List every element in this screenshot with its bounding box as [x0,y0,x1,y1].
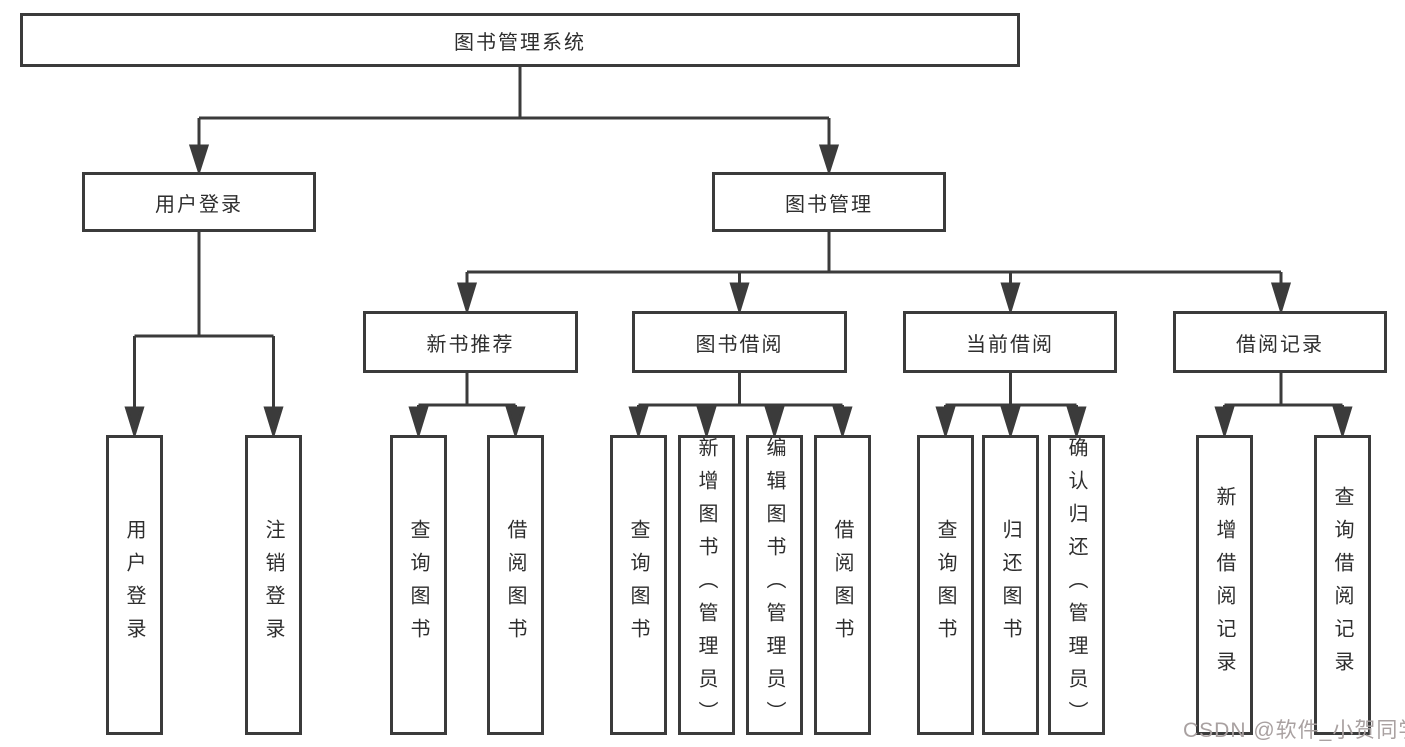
node-label: 图书管理 [785,193,873,216]
node-current-borrow: 当前借阅 [903,311,1117,373]
node-label: 当前借阅 [966,333,1054,356]
node-book-borrow: 图书借阅 [632,311,847,373]
csdn-watermark: CSDN @软件_小贺同学 [1183,719,1405,742]
node-label: 借阅记录 [1236,333,1324,356]
node-new-book-recommend: 新书推荐 [363,311,578,373]
node-borrow-records: 借阅记录 [1173,311,1387,373]
node-label: 图书借阅 [695,333,784,356]
node-label: 编辑图书（管理员） [763,436,785,734]
leaf-add-borrow-record: 新增借阅记录 [1196,435,1253,735]
node-label: 用户登录 [123,519,145,651]
node-library-system-root: 图书管理系统 [20,13,1020,67]
leaf-borrow-books: 借阅图书 [814,435,871,735]
connector-book-borrow-to-leaves [628,373,853,440]
leaf-query-books: 查询图书 [610,435,667,735]
node-label: 查询图书 [407,519,429,651]
node-label: 确认归还（管理员） [1065,436,1087,734]
connector-book-mgmt-to-level3 [456,232,1292,316]
connector-current-borrow-to-leaves [935,373,1087,440]
node-label: 查询图书 [627,519,649,651]
leaf-confirm-return-admin: 确认归还（管理员） [1048,435,1105,735]
node-label: 图书管理系统 [454,31,586,54]
leaf-query-borrow-record: 查询借阅记录 [1314,435,1371,735]
connector-new-book-rec-to-leaves [408,373,526,440]
node-label: 借阅图书 [504,519,526,651]
node-label: 新增图书（管理员） [695,436,717,734]
node-label: 查询图书 [934,519,956,651]
leaf-return-books: 归还图书 [982,435,1039,735]
leaf-logout: 注销登录 [245,435,302,735]
node-book-management: 图书管理 [712,172,946,232]
leaf-query-books-current: 查询图书 [917,435,974,735]
connector-user-login-to-leaves [124,232,284,440]
leaf-add-books-admin: 新增图书（管理员） [678,435,735,735]
connector-root-to-level2 [188,67,840,176]
node-label: 新书推荐 [426,333,515,356]
leaf-user-login: 用户登录 [106,435,163,735]
node-label: 新增借阅记录 [1213,486,1235,684]
node-label: 用户登录 [155,193,243,216]
node-label: 归还图书 [999,519,1021,651]
node-label: 查询借阅记录 [1331,486,1353,684]
node-label: 借阅图书 [831,519,853,651]
leaf-borrow-books-rec: 借阅图书 [487,435,544,735]
leaf-query-books-rec: 查询图书 [390,435,447,735]
node-user-login: 用户登录 [82,172,316,232]
leaf-edit-books-admin: 编辑图书（管理员） [746,435,803,735]
connector-borrow-records-to-leaves [1214,373,1353,440]
node-label: 注销登录 [262,519,284,651]
